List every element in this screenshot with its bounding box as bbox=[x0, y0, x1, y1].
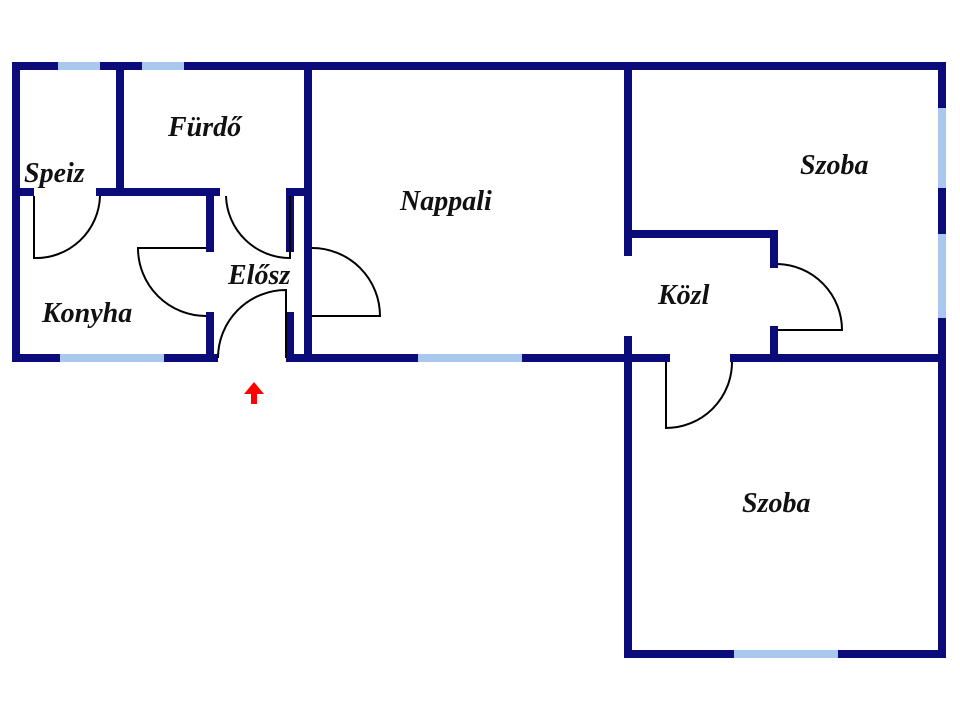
door-speiz bbox=[33, 195, 101, 260]
room-label-elosz: Elősz bbox=[227, 260, 290, 291]
door-entrance bbox=[217, 288, 287, 359]
doors bbox=[33, 195, 844, 430]
room-label-kozl: Közl bbox=[657, 280, 710, 311]
room-label-nappali: Nappali bbox=[399, 186, 492, 217]
door-szoba-upper bbox=[777, 263, 844, 331]
room-label-szoba-upper: Szoba bbox=[800, 150, 868, 181]
room-label-speiz: Speiz bbox=[24, 158, 85, 189]
door-konyha bbox=[136, 247, 207, 317]
room-label-furdo: Fürdő bbox=[167, 112, 243, 143]
door-furdo bbox=[225, 195, 291, 260]
up-arrow-icon bbox=[244, 382, 264, 404]
door-nappali bbox=[311, 247, 382, 317]
room-label-szoba-lower: Szoba bbox=[742, 488, 810, 519]
windows bbox=[58, 62, 946, 658]
door-szoba-lower bbox=[665, 361, 733, 430]
entrance-arrow-head bbox=[244, 382, 264, 404]
room-label-konyha: Konyha bbox=[41, 298, 132, 329]
walls bbox=[12, 62, 946, 658]
